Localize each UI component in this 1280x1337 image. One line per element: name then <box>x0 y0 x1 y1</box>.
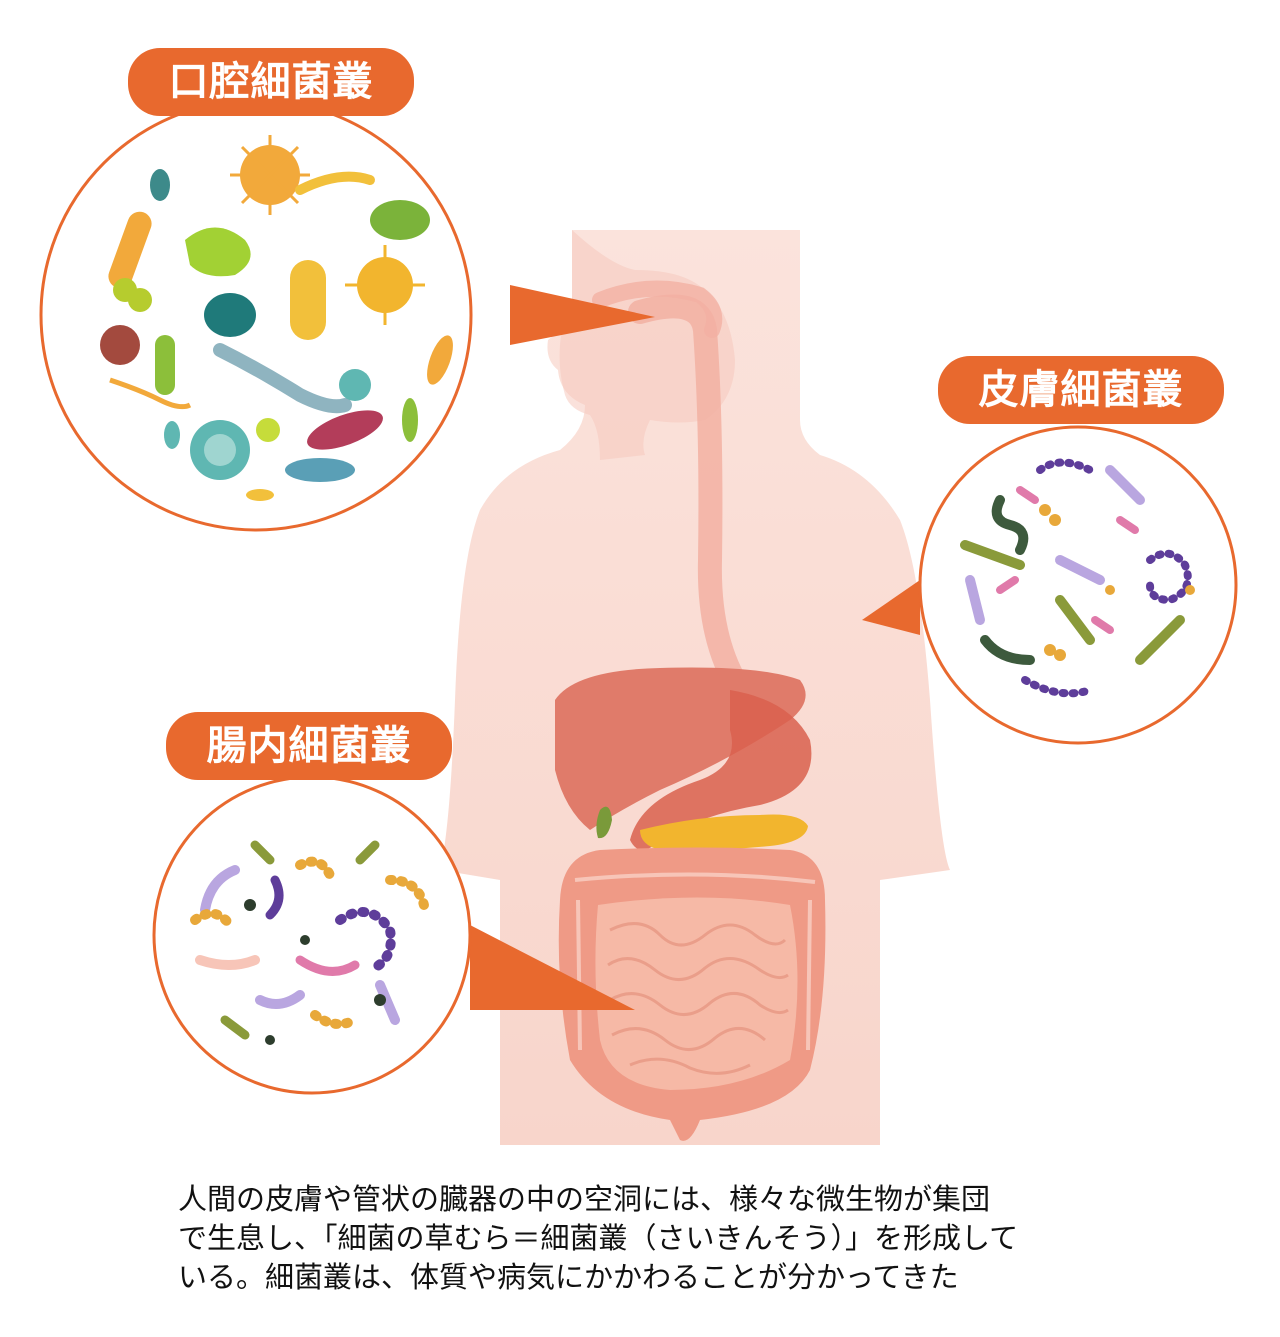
pancreas <box>640 814 808 851</box>
pointer-oral <box>510 285 655 345</box>
caption-line: 人間の皮膚や管状の臓器の中の空洞には、様々な微生物が集団 <box>178 1182 991 1216</box>
skin-bacteria-circle <box>918 425 1238 745</box>
small-intestine <box>595 897 798 1090</box>
gut-bacteria-circle <box>152 775 472 1095</box>
pointer-gut <box>470 925 635 1010</box>
digestive-organs <box>555 667 826 1141</box>
pointer-skin <box>862 580 920 635</box>
gut-microbiome-label: 腸内細菌叢 <box>166 712 452 780</box>
caption-line: で生息し、「細菌の草むら＝細菌叢（さいきんそう）」を形成して <box>178 1221 1019 1255</box>
caption: 人間の皮膚や管状の臓器の中の空洞には、様々な微生物が集団 で生息し、「細菌の草む… <box>178 1180 1178 1297</box>
caption-line: いる。細菌叢は、体質や病気にかかわることが分かってきた <box>178 1260 959 1294</box>
oral-microbiome-label: 口腔細菌叢 <box>128 48 414 116</box>
gallbladder <box>596 806 612 839</box>
skin-microbiome-label: 皮膚細菌叢 <box>938 356 1224 424</box>
stomach <box>630 690 812 850</box>
oral-bacteria-circle <box>39 98 473 532</box>
